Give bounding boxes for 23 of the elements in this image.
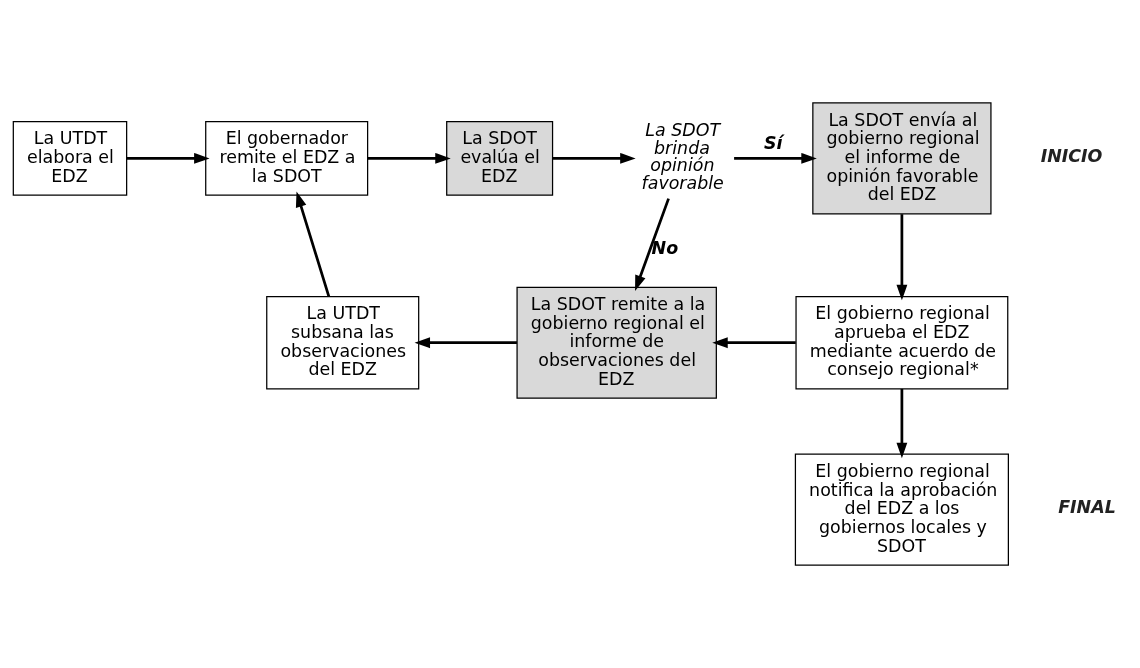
arrow [734,152,817,164]
node-box: El gobierno regional aprueba el EDZ mediante acuerdo de consejo regional* [795,296,1009,390]
node-box: El gobierno regional notifica la aprobación del EDZ a los gobiernos locales y SDOT [794,453,1009,566]
arrow [295,191,331,297]
arrow [552,152,636,164]
label: INICIO [1040,145,1103,166]
node-box: La SDOT remite a la gobierno regional el informe de observaciones del EDZ [516,286,717,399]
arrow [635,198,670,291]
arrow [367,152,451,164]
edge-label: No [651,237,679,258]
edge-label: Sí [763,132,783,153]
node-box: La SDOT evalúa el EDZ [446,121,554,196]
label: FINAL [1058,496,1116,517]
node-box: La UTDT subsana las observaciones del EDZ [266,296,420,390]
node-text: La SDOT brinda opinión favorable [641,120,724,193]
node-box: La SDOT envía al gobierno regional el informe de opinión favorable del EDZ [812,102,992,215]
arrow [712,337,796,349]
node-box: El gobernador remite el EDZ a la SDOT [205,121,369,196]
arrow [414,337,517,349]
arrow [896,388,908,459]
arrow [896,214,908,301]
arrow [126,152,210,164]
node-box: La UTDT elabora el EDZ [12,121,128,196]
